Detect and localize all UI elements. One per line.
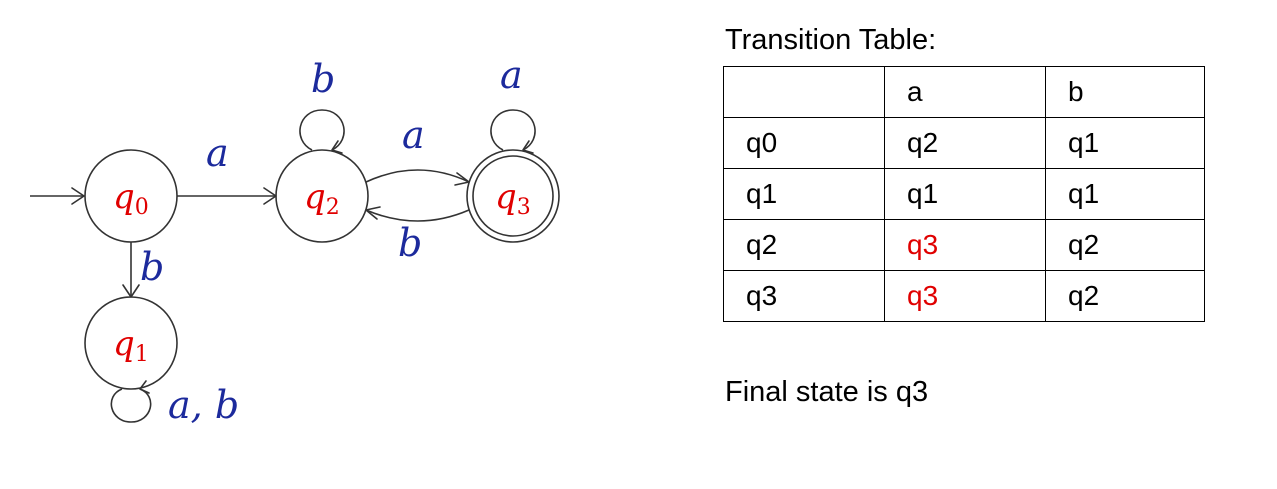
table-row: q1 q1 q1	[723, 168, 1205, 220]
state-q0-name: q	[113, 177, 135, 217]
edge-q0-q2: a	[177, 131, 277, 205]
start-arrow	[30, 187, 85, 205]
state-q1-name: q	[113, 324, 135, 364]
table-cell-highlighted: q3	[884, 219, 1046, 271]
svg-text:q1: q1	[113, 324, 149, 367]
table-cell: q2	[884, 117, 1046, 169]
table-cell: q1	[884, 168, 1046, 220]
table-cell-highlighted: q3	[884, 270, 1046, 322]
edge-q3-q3-label: a	[500, 53, 523, 97]
edge-q0-q2-label: a	[206, 131, 229, 175]
svg-text:q0: q0	[113, 177, 149, 220]
state-q2-name: q	[304, 177, 326, 217]
dfa-diagram: q0 q1 q2 q3 a b a, b b	[30, 53, 560, 427]
state-q1: q1	[84, 296, 178, 390]
state-q2: q2	[275, 149, 369, 243]
table-row: q0 q2 q1	[723, 117, 1205, 169]
state-q3: q3	[466, 149, 560, 243]
header-cell-state	[723, 66, 885, 118]
state-q1-sub: 1	[135, 342, 149, 367]
edge-q2-q2: b	[299, 57, 345, 154]
header-cell-a: a	[884, 66, 1046, 118]
state-q3-name: q	[495, 177, 517, 217]
edge-q0-q1-label: b	[140, 245, 164, 289]
table-cell: q0	[723, 117, 885, 169]
edge-q1-q1-label: a, b	[168, 383, 239, 427]
transition-table: a b q0 q2 q1 q1 q1 q1 q2 q3 q2 q3 q3 q2	[723, 66, 1205, 322]
state-q2-sub: 2	[326, 195, 340, 220]
table-row: q3 q3 q2	[723, 270, 1205, 322]
state-q3-sub: 3	[517, 195, 531, 220]
edge-q3-q2-label: b	[398, 221, 422, 265]
table-cell: q1	[1045, 168, 1205, 220]
table-cell: q2	[1045, 219, 1205, 271]
table-row: q2 q3 q2	[723, 219, 1205, 271]
header-cell-b: b	[1045, 66, 1205, 118]
state-q0: q0	[84, 149, 178, 243]
table-header-row: a b	[723, 66, 1205, 118]
edge-q3-q2: b	[365, 206, 470, 265]
edge-q2-q3-label: a	[402, 113, 425, 157]
edge-q0-q1: b	[122, 242, 164, 298]
svg-text:q3: q3	[495, 177, 531, 220]
table-cell: q1	[1045, 117, 1205, 169]
edge-q3-q3: a	[490, 53, 536, 154]
edge-q2-q3: a	[365, 113, 470, 186]
table-title: Transition Table:	[725, 24, 937, 56]
final-state-note: Final state is q3	[725, 376, 929, 408]
table-cell: q2	[1045, 270, 1205, 322]
state-q0-sub: 0	[135, 195, 149, 220]
table-cell: q3	[723, 270, 885, 322]
table-cell: q2	[723, 219, 885, 271]
edge-q1-q1: a, b	[110, 380, 239, 427]
table-cell: q1	[723, 168, 885, 220]
edge-q2-q2-label: b	[311, 57, 335, 101]
svg-text:q2: q2	[304, 177, 340, 220]
